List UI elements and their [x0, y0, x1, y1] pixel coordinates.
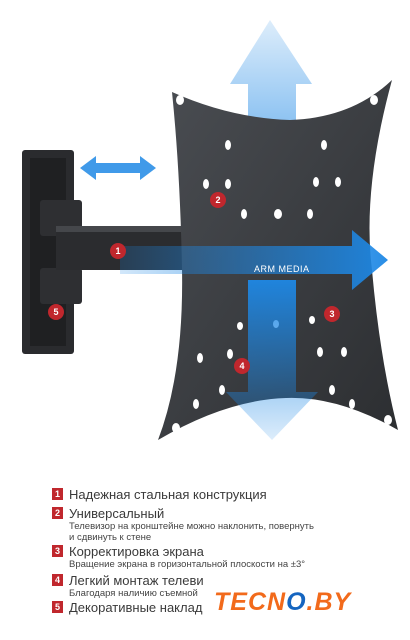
feature-2-desc: Телевизор на кронштейне можно наклонить,…: [69, 521, 314, 532]
watermark-part-4: .BY: [306, 588, 352, 616]
feature-3-desc: Вращение экрана в горизонтальной плоскос…: [69, 559, 306, 570]
watermark-part-1: TEC: [214, 588, 267, 616]
horizontal-double-arrow: [80, 156, 156, 180]
feature-2-title: Универсальный: [69, 506, 165, 521]
tv-mount-product-image: ARM MEDIA 1 2 3 4 5: [22, 20, 398, 440]
feature-1-title: Надежная стальная конструкция: [69, 487, 267, 502]
image-badges: 1 2 3 4 5: [48, 192, 340, 374]
feature-3-title: Корректировка экрана: [69, 544, 204, 559]
feature-4-title: Легкий монтаж телеви: [69, 573, 204, 588]
feature-2-number: 2: [52, 507, 63, 519]
feature-5-title: Декоративные наклад: [69, 600, 203, 615]
feature-5-number: 5: [52, 601, 63, 613]
badge-4: 4: [239, 361, 244, 371]
badge-2: 2: [215, 195, 220, 205]
arrow-right: [120, 230, 388, 290]
brand-label: ARM MEDIA: [254, 264, 310, 274]
watermark-part-3: O: [286, 588, 307, 616]
badge-1: 1: [115, 246, 120, 256]
watermark-logo: TECNO.BY: [214, 587, 404, 617]
badge-3: 3: [329, 309, 334, 319]
feature-4-number: 4: [52, 574, 63, 586]
badge-5: 5: [53, 307, 58, 317]
feature-4-desc: Благодаря наличию съемной: [69, 588, 198, 599]
arrow-down: [226, 280, 318, 440]
plate-holes: [172, 95, 392, 433]
feature-3-number: 3: [52, 545, 63, 557]
feature-2-desc-line2: и сдвинуть к стене: [69, 532, 152, 543]
feature-1-number: 1: [52, 488, 63, 500]
watermark-part-2: N: [267, 588, 287, 616]
